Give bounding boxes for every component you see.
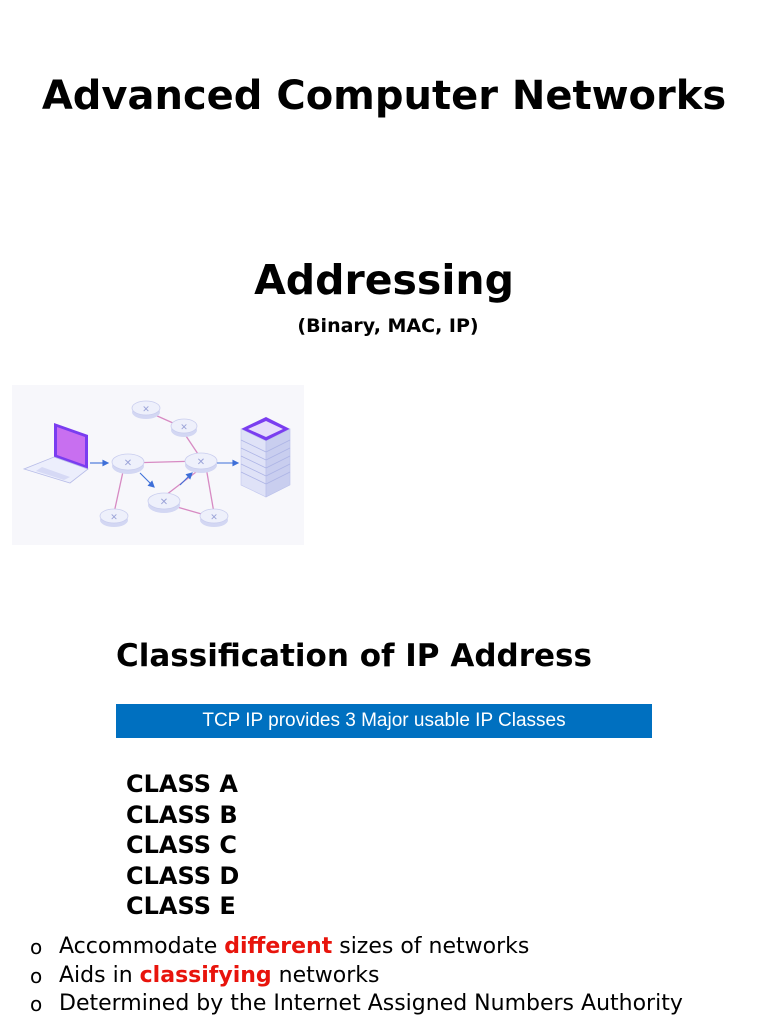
bullet-marker: o (30, 963, 43, 988)
topic-heading: Addressing (254, 256, 514, 304)
list-item: o Accommodate different sizes of network… (30, 933, 683, 962)
bullet-marker: o (30, 992, 43, 1016)
bullet-text: sizes of networks (332, 934, 530, 959)
laptop-icon (22, 423, 89, 484)
list-item: CLASS B (126, 800, 238, 829)
bullet-text: networks (271, 962, 380, 988)
ip-class-list: CLASS A CLASS B CLASS C CLASS D CLASS E (126, 769, 239, 922)
svg-text:✕: ✕ (110, 513, 118, 523)
list-item: CLASS C (126, 831, 237, 859)
router-icon: ✕ (131, 400, 161, 419)
router-icon: ✕ (147, 492, 181, 513)
bullet-text: Aids in (59, 962, 140, 988)
list-item: CLASS D (126, 861, 240, 890)
list-item: CLASS A (126, 770, 238, 798)
bullet-text: Accommodate (59, 934, 225, 959)
router-icon: ✕ (199, 508, 229, 527)
info-banner: TCP IP provides 3 Major usable IP Classe… (116, 704, 652, 738)
router-icon: ✕ (184, 452, 218, 473)
slide-title: Advanced Computer Networks (41, 73, 727, 119)
server-icon (240, 417, 291, 498)
topic-subheading: (Binary, MAC, IP) (297, 315, 479, 337)
list-item: o Determined by the Internet Assigned Nu… (30, 990, 683, 1019)
svg-text:✕: ✕ (197, 457, 205, 468)
svg-text:✕: ✕ (180, 423, 188, 433)
bullet-list: o Accommodate different sizes of network… (30, 933, 683, 1019)
router-icon: ✕ (170, 418, 198, 437)
bullet-text: Determined by the Internet Assigned Numb… (59, 991, 683, 1016)
list-item: CLASS E (126, 892, 236, 920)
bullet-marker: o (30, 935, 43, 959)
svg-text:✕: ✕ (210, 513, 218, 523)
highlight-text: different (224, 934, 333, 959)
router-icon: ✕ (99, 508, 129, 527)
svg-text:✕: ✕ (160, 497, 168, 508)
list-item: o Aids in classifying networks (30, 962, 683, 991)
svg-text:✕: ✕ (124, 458, 132, 469)
highlight-text: classifying (139, 962, 272, 988)
section-heading: Classification of IP Address (116, 638, 592, 674)
svg-text:✕: ✕ (142, 405, 150, 415)
router-icon: ✕ (111, 453, 145, 474)
network-diagram: ✕ ✕ ✕ ✕ ✕ ✕ ✕ (12, 385, 304, 545)
